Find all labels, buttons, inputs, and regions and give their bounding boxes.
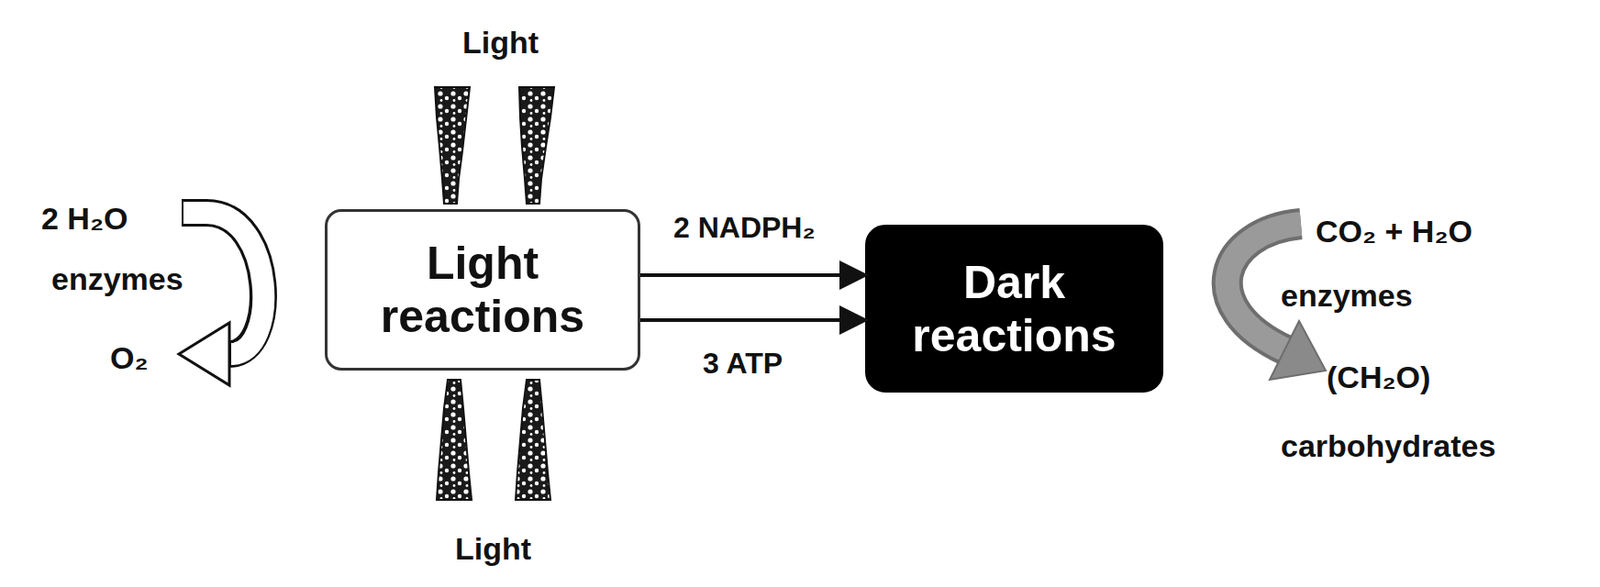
reactant-label: 2 H₂O: [41, 200, 128, 237]
edge-label: 3 ATP: [702, 344, 783, 382]
light-ray: [515, 379, 551, 500]
arrow-head: [1269, 321, 1326, 380]
process-box: Light reactions: [324, 209, 641, 371]
flow-arrow: [640, 318, 866, 323]
process-box: Dark reactions: [865, 224, 1164, 393]
light-ray: [434, 87, 470, 204]
enzyme-label: enzymes: [51, 260, 184, 298]
light-label: Light: [462, 23, 539, 61]
edge-label: 2 NADPH₂: [673, 209, 816, 246]
light-ray: [436, 379, 472, 500]
reactant-label: CO₂ + H₂O: [1315, 212, 1473, 250]
arrow-head: [178, 322, 230, 386]
enzyme-label: enzymes: [1280, 277, 1413, 314]
product-label: O₂: [110, 339, 149, 377]
flow-arrow: [640, 273, 866, 278]
box-text: Dark reactions: [889, 255, 1139, 363]
box-text: Light reactions: [349, 236, 616, 344]
light-label: Light: [455, 530, 532, 567]
product-label: (CH₂O): [1326, 358, 1431, 396]
product-label: carbohydrates: [1280, 427, 1496, 465]
light-ray: [519, 87, 555, 204]
